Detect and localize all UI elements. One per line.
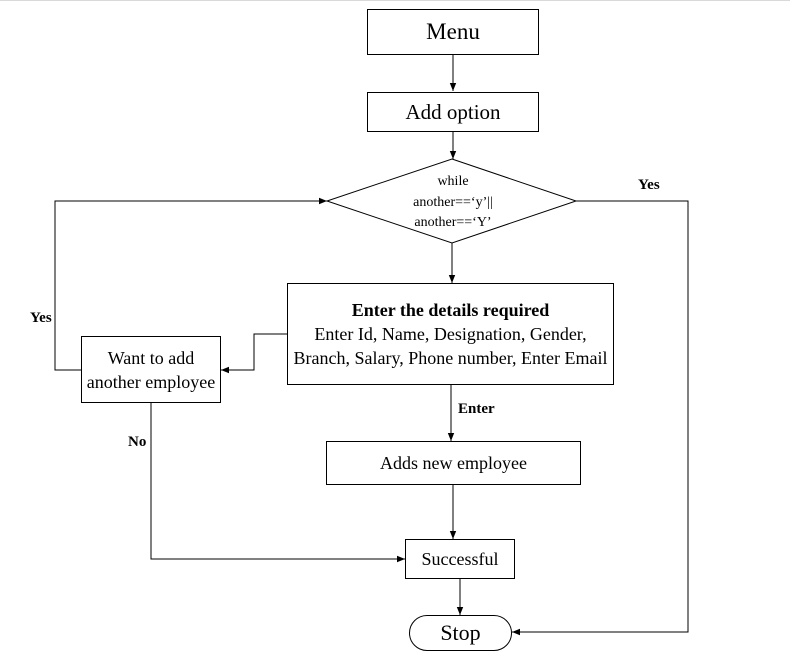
edge-label-enter: Enter (458, 401, 495, 417)
stop-terminator: Stop (409, 615, 512, 651)
add-option-label: Add option (405, 99, 501, 124)
edge-label-yes-left: Yes (30, 310, 52, 326)
arrow-want-no-to-successful (150, 402, 405, 563)
decision-line-1: while (437, 174, 469, 189)
successful-label: Successful (421, 549, 499, 569)
successful-box: Successful (405, 539, 515, 579)
edge-label-yes-right: Yes (638, 177, 660, 193)
arrow-want-yes-to-decision (54, 197, 327, 371)
arrow-details-to-want (221, 333, 287, 374)
adds-new-employee-box: Adds new employee (326, 441, 581, 485)
add-option-box: Add option (367, 92, 539, 132)
decision-text: while another==‘y’|| another==‘Y’ (378, 172, 528, 234)
enter-details-box: Enter the details required Enter Id, Nam… (287, 283, 614, 385)
edge-label-no: No (128, 434, 147, 450)
decision-line-2: another==‘y’|| (413, 194, 493, 210)
enter-details-title: Enter the details required (351, 300, 550, 320)
adds-new-employee-label: Adds new employee (380, 453, 527, 473)
enter-details-body: Enter Id, Name, Designation, Gender, Bra… (293, 324, 608, 368)
stop-label: Stop (440, 620, 481, 645)
menu-label: Menu (426, 19, 480, 44)
arrow-decision-yes-to-stop (512, 200, 689, 636)
menu-box: Menu (367, 9, 539, 55)
decision-line-3: another==‘Y’ (414, 215, 492, 230)
want-to-add-label: Want to add another employee (86, 347, 216, 392)
want-to-add-box: Want to add another employee (81, 336, 221, 403)
